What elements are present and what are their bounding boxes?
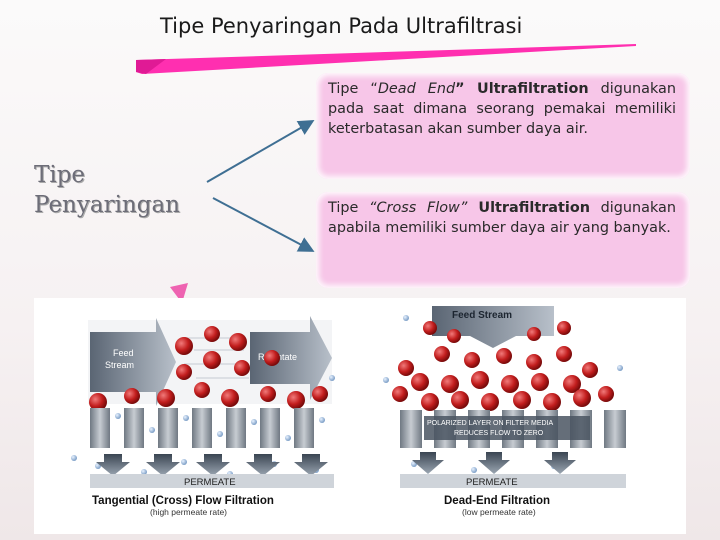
cf-subcaption: (high permeate rate) — [150, 507, 227, 517]
left-label-line1: Tipe — [34, 162, 86, 188]
box2-bold: Ultrafiltration — [467, 200, 590, 216]
feed-stream-arrow-icon — [90, 318, 176, 406]
box1-rest: digunakan pada saat dimana seorang pemak… — [328, 81, 676, 137]
arrow-down-icon — [212, 197, 315, 252]
cf-feed-label-1: Feed — [113, 348, 134, 358]
de-caption: Dead-End Filtration — [444, 495, 550, 507]
left-label-line2: Penyaringan — [34, 192, 180, 218]
cf-permeate-label: PERMEATE — [184, 477, 236, 488]
de-permeate-label: PERMEATE — [466, 477, 518, 488]
box2-pre: Tipe — [328, 200, 370, 216]
cross-flow-diagram: Feed Stream Retentate — [71, 316, 335, 517]
slide-title: Tipe Penyaringan Pada Ultrafiltrasi — [160, 14, 523, 38]
box1-pre: Tipe “ — [328, 81, 378, 97]
box1-bold: ” Ultrafiltration — [455, 81, 589, 97]
dead-end-description: Tipe “Dead End” Ultrafiltration digunaka… — [316, 73, 690, 179]
box2-rest: digunakan apabila memiliki sumber daya a… — [328, 200, 676, 236]
box1-italic: Dead End — [377, 81, 456, 97]
tipe-penyaringan-heading: Tipe Penyaringan — [34, 160, 180, 220]
cf-feed-label-2: Stream — [105, 360, 134, 370]
cross-flow-description: Tipe “Cross Flow” Ultrafiltration diguna… — [316, 192, 690, 288]
cf-caption: Tangential (Cross) Flow Filtration — [92, 495, 274, 507]
de-feed-label: Feed Stream — [452, 310, 512, 321]
retentate-arrow-icon — [250, 316, 332, 400]
box2-italic: “Cross Flow” — [369, 200, 468, 216]
de-subcaption: (low permeate rate) — [462, 507, 536, 517]
dead-end-diagram: Feed Stream POLARIZED LAYER ON FILTER ME… — [383, 306, 626, 517]
filtration-comparison-figure: Feed Stream Retentate — [34, 298, 686, 534]
de-layer-label-1: POLARIZED LAYER ON FILTER MEDIA — [427, 420, 553, 427]
branch-arrows — [206, 120, 315, 252]
arrow-up-icon — [206, 120, 315, 183]
de-layer-label-2: REDUCES FLOW TO ZERO — [454, 430, 544, 437]
title-underline-bar — [136, 44, 636, 74]
feed-stream-down-arrow-icon — [432, 306, 554, 348]
